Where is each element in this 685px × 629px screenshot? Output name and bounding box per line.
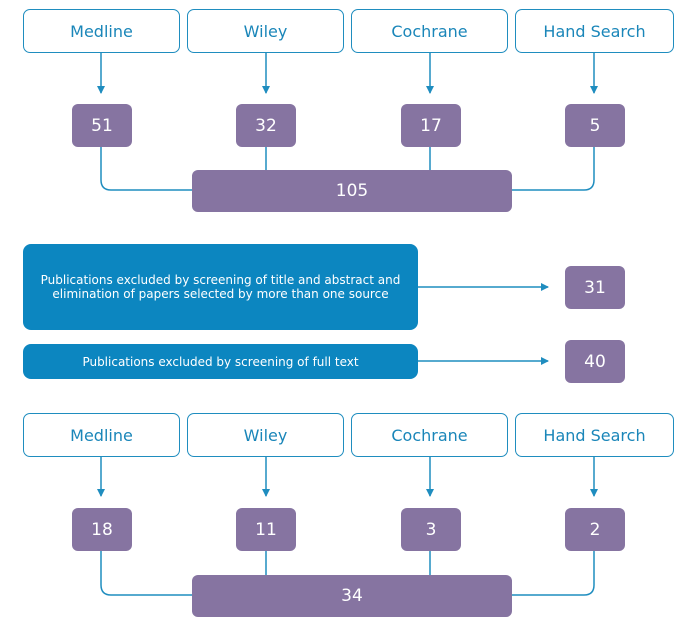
total-top: 105 <box>192 170 512 212</box>
source-wiley-top: Wiley <box>187 9 344 53</box>
exclusion-count-full-text: 40 <box>565 340 625 383</box>
source-hand-search-top: Hand Search <box>515 9 674 53</box>
total-bottom: 34 <box>192 575 512 617</box>
exclusion-count-title-abstract: 31 <box>565 266 625 309</box>
count-wiley-bottom: 11 <box>236 508 296 551</box>
source-cochrane-bottom: Cochrane <box>351 413 508 457</box>
source-medline-top: Medline <box>23 9 180 53</box>
count-medline-top: 51 <box>72 104 132 147</box>
exclusion-full-text: Publications excluded by screening of fu… <box>23 344 418 379</box>
source-medline-bottom: Medline <box>23 413 180 457</box>
count-cochrane-bottom: 3 <box>401 508 461 551</box>
count-wiley-top: 32 <box>236 104 296 147</box>
source-hand-search-bottom: Hand Search <box>515 413 674 457</box>
count-medline-bottom: 18 <box>72 508 132 551</box>
count-cochrane-top: 17 <box>401 104 461 147</box>
count-hand-search-bottom: 2 <box>565 508 625 551</box>
source-wiley-bottom: Wiley <box>187 413 344 457</box>
count-hand-search-top: 5 <box>565 104 625 147</box>
source-cochrane-top: Cochrane <box>351 9 508 53</box>
exclusion-title-abstract: Publications excluded by screening of ti… <box>23 244 418 330</box>
